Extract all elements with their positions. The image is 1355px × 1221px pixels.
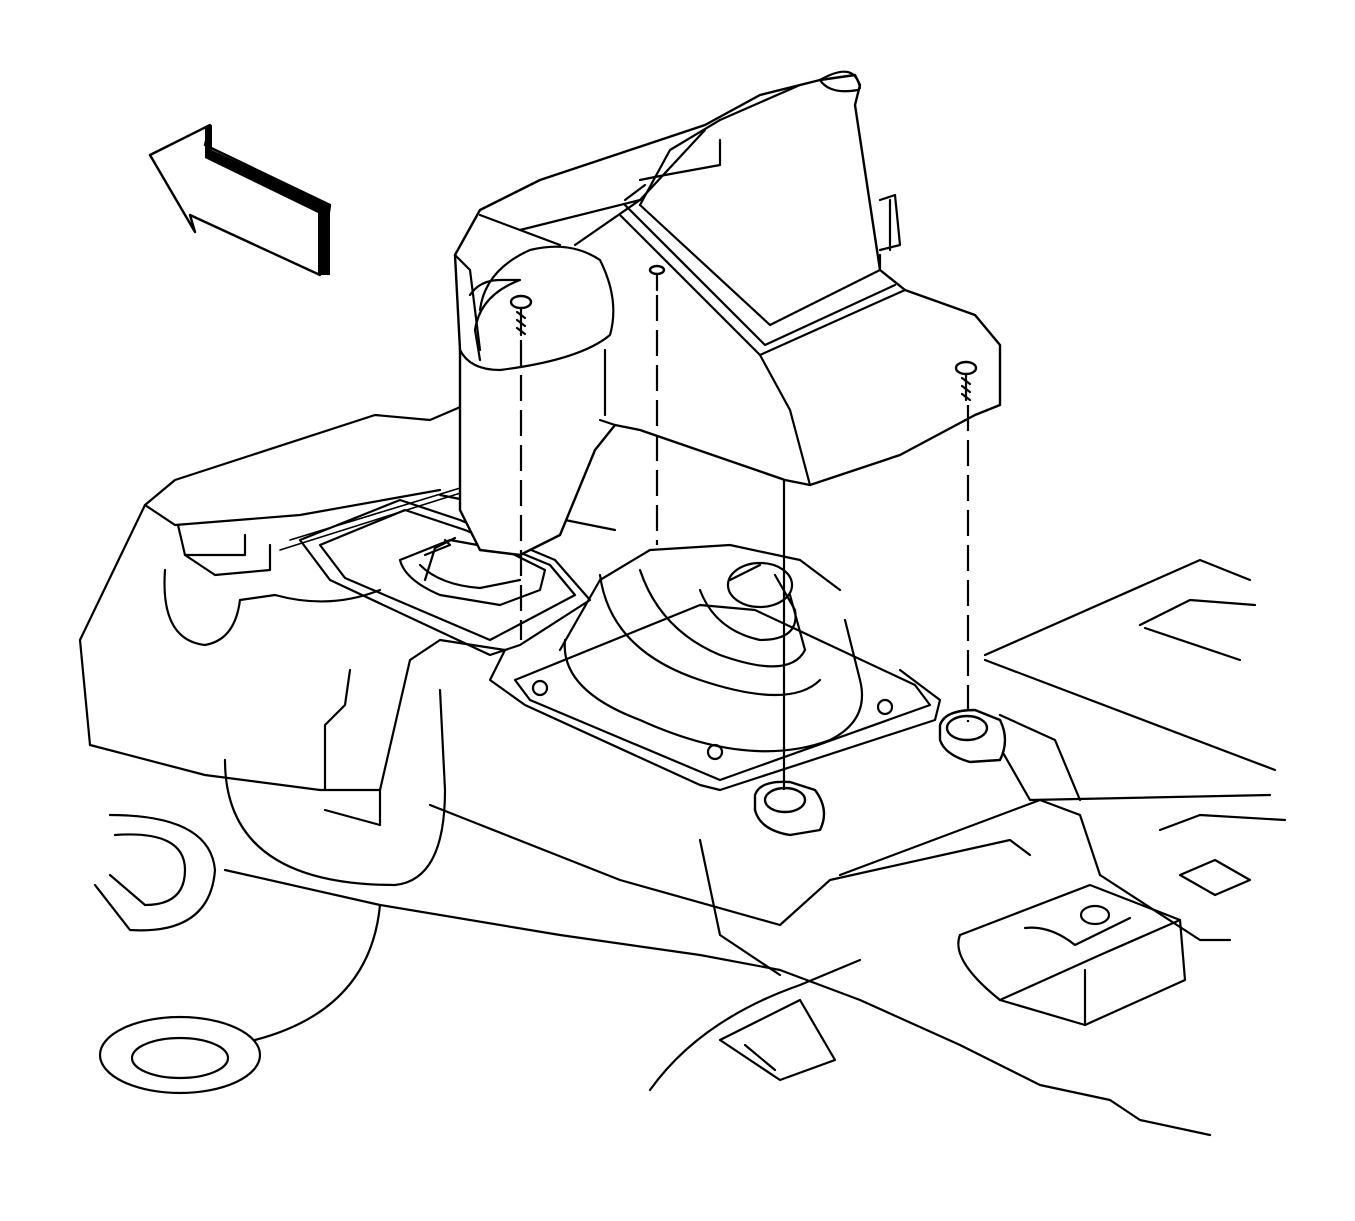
screw-icon [509, 264, 978, 402]
floor-pan [78, 403, 1287, 1137]
alignment-guides [519, 295, 970, 790]
shifter-boot-assembly [488, 543, 942, 792]
console-housing [453, 70, 1002, 557]
grommet-icon [753, 708, 1007, 837]
direction-arrow-icon [148, 123, 332, 277]
console-recess [279, 484, 617, 657]
